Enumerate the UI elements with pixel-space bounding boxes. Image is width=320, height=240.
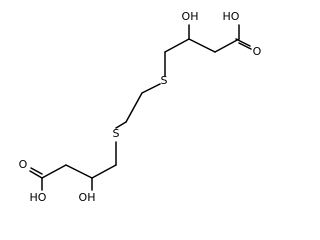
atom-label-o-lower-carbonyl: O xyxy=(19,158,28,171)
bond-lower-c9-c10 xyxy=(41,164,67,179)
atom-label-ho-lower-acid: HO xyxy=(30,191,47,204)
bond-upper-c1-c2 xyxy=(214,38,240,53)
molecule-canvas: OH HO O S S O HO OH xyxy=(18,10,262,204)
atom-label-s-upper: S xyxy=(161,74,168,87)
bond-lower-c7-c8 xyxy=(91,164,117,179)
bond-upper-s-c5 xyxy=(141,83,161,94)
bond-c5-c6 xyxy=(125,92,143,123)
bond-lower-c10-o-1 xyxy=(29,170,43,179)
bond-lower-c8-c9 xyxy=(65,164,93,179)
atom-label-s-lower: S xyxy=(113,127,120,140)
atom-label-o-upper-carbonyl: O xyxy=(253,45,262,58)
structure-diagram: OH HO O S S O HO OH xyxy=(19,10,262,204)
bond-lower-c10-o-2 xyxy=(30,167,43,175)
bond-upper-c2-c3 xyxy=(188,38,216,53)
bond-upper-cooh-c-o-2 xyxy=(238,42,252,50)
bond-upper-c3-c4 xyxy=(164,38,190,53)
atom-label-ho-upper-acid: HO xyxy=(223,10,240,23)
bond-c6-lower-s xyxy=(115,121,127,129)
atom-label-oh-lower-alcohol: OH xyxy=(79,191,96,204)
atom-label-oh-upper-alcohol: OH xyxy=(182,10,199,23)
